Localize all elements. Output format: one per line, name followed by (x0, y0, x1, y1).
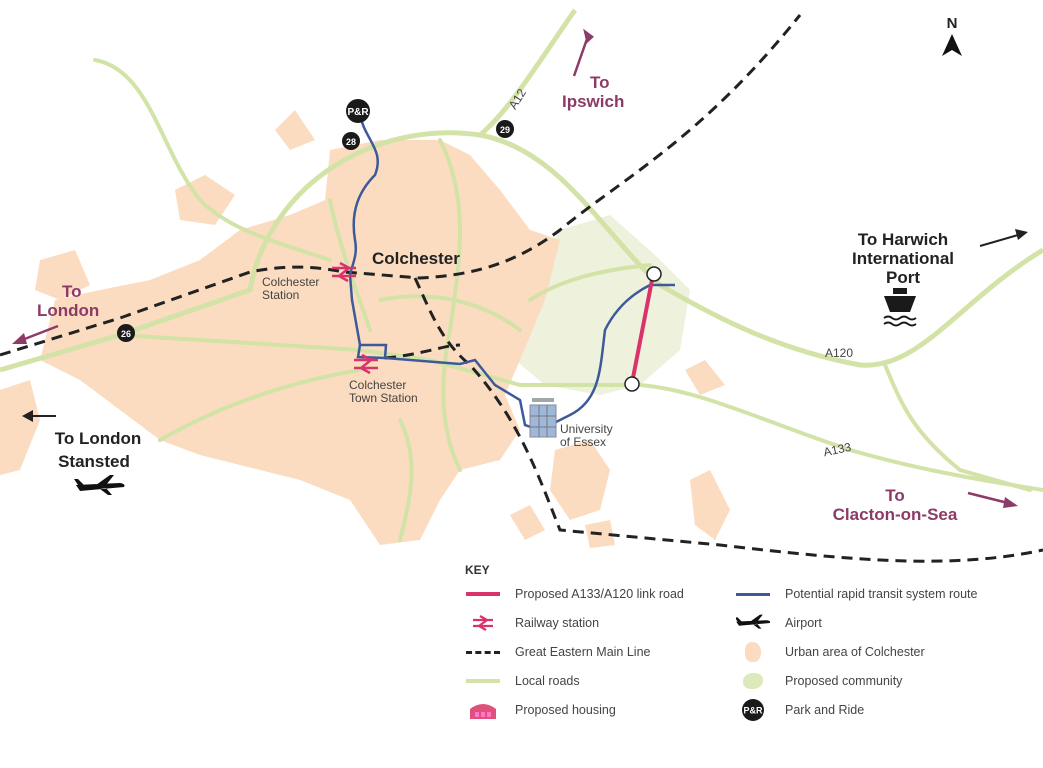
key-label: Proposed community (785, 674, 903, 688)
svg-text:P&R: P&R (347, 107, 369, 118)
community-swatch-icon (735, 672, 771, 690)
urban-area-swatch-icon (735, 642, 771, 662)
house-icon (465, 701, 501, 719)
key-item-link-road: Proposed A133/A120 link road (465, 585, 735, 603)
airplane-icon (735, 614, 771, 632)
key-item-urban: Urban area of Colchester (735, 642, 1025, 662)
key-item-rts: Potential rapid transit system route (735, 585, 1025, 603)
ship-icon (883, 288, 917, 327)
map-key: KEY Proposed A133/A120 link road Potenti… (465, 563, 1025, 721)
great-eastern-main-line (0, 14, 802, 357)
key-item-housing: Proposed housing (465, 701, 735, 719)
key-item-rail-line: Great Eastern Main Line (465, 643, 735, 661)
city-label: Colchester (372, 249, 460, 268)
key-item-roads: Local roads (465, 672, 735, 690)
north-arrow-icon (942, 34, 962, 56)
road-label-a133: A133 (822, 440, 853, 460)
key-label: Urban area of Colchester (785, 645, 925, 659)
link-road-end-north (646, 266, 662, 282)
key-label: Great Eastern Main Line (515, 645, 651, 659)
key-label: Airport (785, 616, 822, 630)
link-road-line-icon (465, 585, 501, 603)
key-item-railway: Railway station (465, 614, 735, 632)
key-label: Local roads (515, 674, 580, 688)
svg-text:P&R: P&R (743, 706, 763, 716)
svg-text:26: 26 (121, 329, 131, 339)
junction-28: 28 (342, 132, 360, 150)
airplane-icon (74, 475, 125, 495)
junction-29: 29 (496, 120, 514, 138)
road-label-a12: A12 (506, 86, 529, 112)
railway-icon (332, 261, 356, 283)
svg-text:28: 28 (346, 137, 356, 147)
link-road-end-south (624, 376, 640, 392)
svg-text:29: 29 (500, 125, 510, 135)
proposed-community-area (515, 215, 690, 395)
university-building-icon (529, 398, 557, 438)
key-label: Park and Ride (785, 703, 865, 717)
dashed-line-icon (465, 643, 501, 661)
park-ride-icon: P&R (735, 699, 771, 721)
north-label: N (947, 15, 958, 32)
junction-26: 26 (117, 324, 135, 342)
road-line-icon (465, 672, 501, 690)
key-item-park-ride: P&R Park and Ride (735, 699, 1025, 721)
rts-line-icon (735, 585, 771, 603)
railway-icon (354, 353, 378, 375)
railway-icon (465, 614, 501, 632)
key-label: Railway station (515, 616, 600, 630)
key-item-airport: Airport (735, 614, 1025, 632)
key-item-community: Proposed community (735, 672, 1025, 690)
proposed-link-road (630, 274, 655, 384)
arrow-to-clacton (967, 491, 1009, 505)
key-label: Proposed housing (515, 703, 616, 717)
arrow-to-ipswich (572, 35, 590, 77)
road-label-a120: A120 (825, 346, 853, 360)
key-label: Proposed A133/A120 link road (515, 587, 684, 601)
key-title: KEY (465, 563, 490, 577)
arrow-to-harwich (979, 234, 1019, 247)
urban-area (0, 110, 730, 548)
rapid-transit-spur (356, 344, 387, 360)
arrow-to-london (21, 324, 59, 342)
key-label: Potential rapid transit system route (785, 587, 978, 601)
park-and-ride-icon: P&R (346, 99, 370, 123)
town-station-spur (384, 343, 461, 360)
